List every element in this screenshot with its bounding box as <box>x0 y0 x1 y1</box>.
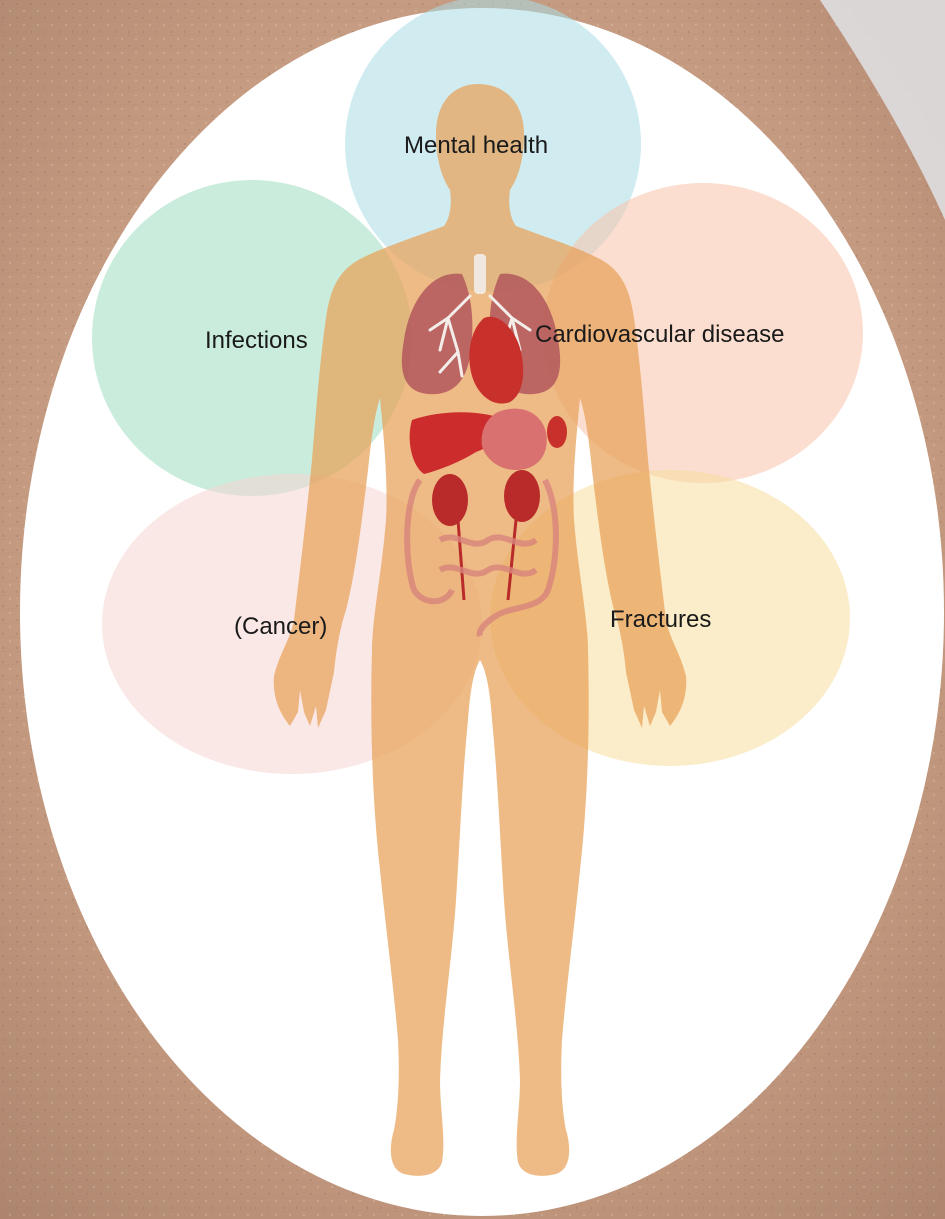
label-infections: Infections <box>205 329 308 353</box>
label-cancer: (Cancer) <box>234 615 327 639</box>
spleen-icon <box>547 416 567 448</box>
label-fractures: Fractures <box>610 608 711 632</box>
label-cardiovascular-disease: Cardiovascular disease <box>535 323 784 347</box>
label-mental-health: Mental health <box>404 134 548 158</box>
trachea-icon <box>474 254 486 294</box>
